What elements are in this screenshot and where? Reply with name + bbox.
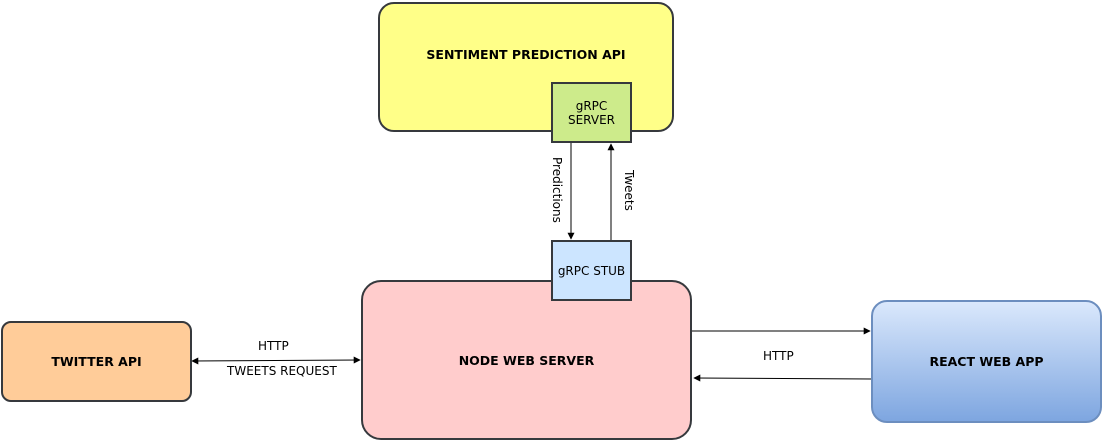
grpc-stub-node: gRPC STUB [551, 240, 632, 301]
twitter-api-label: TWITTER API [51, 354, 142, 369]
grpc-server-label-line2: SERVER [567, 112, 615, 127]
grpc-server-node: gRPC SERVER [551, 82, 632, 143]
react-to-node-arrow [693, 374, 873, 382]
react-http-label: HTTP [763, 349, 794, 363]
twitter-http-label: HTTP [258, 339, 289, 353]
sentiment-api-label: SENTIMENT PREDICTION API [426, 47, 626, 62]
react-web-app-label: REACT WEB APP [929, 354, 1044, 369]
predictions-label: Predictions [550, 157, 564, 223]
node-web-server-node: NODE WEB SERVER [361, 280, 692, 440]
react-web-app-node: REACT WEB APP [871, 300, 1102, 423]
tweets-request-label: TWEETS REQUEST [227, 364, 337, 378]
grpc-stub-label: gRPC STUB [557, 263, 626, 278]
twitter-node-arrow [191, 356, 361, 365]
tweets-label: Tweets [622, 170, 636, 211]
node-web-server-label: NODE WEB SERVER [458, 352, 595, 368]
twitter-api-node: TWITTER API [1, 321, 192, 402]
grpc-server-label-line1: gRPC [575, 98, 608, 113]
